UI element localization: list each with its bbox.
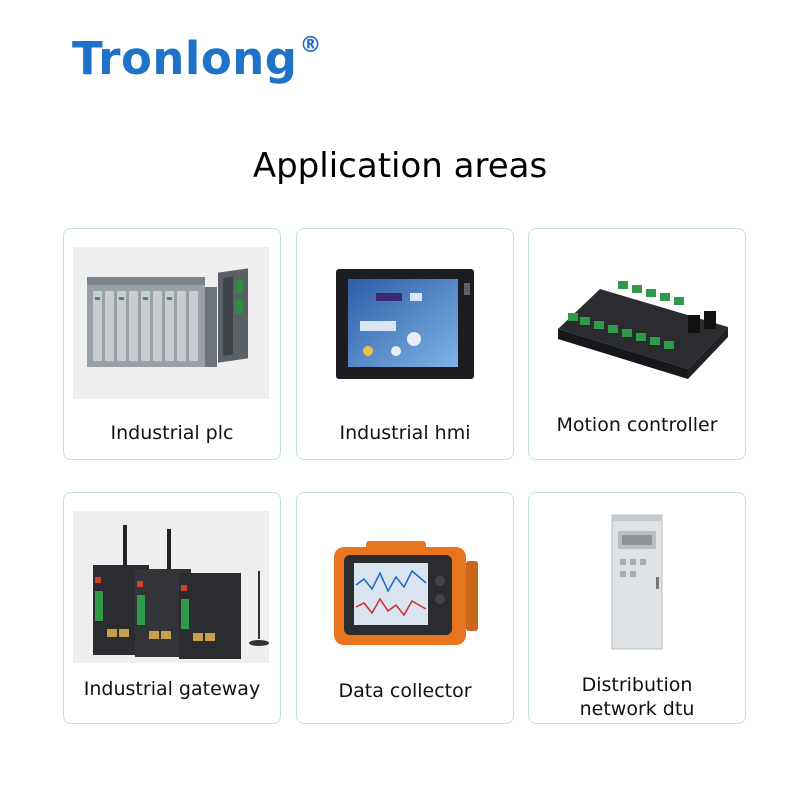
card-label: Motion controller [556,414,718,436]
card-label-line-2: network dtu [579,698,695,720]
gateway-router-image [73,511,269,663]
card-industrial-plc[interactable]: Industrial plc [63,228,281,460]
card-industrial-gateway[interactable]: Industrial gateway [63,492,281,724]
card-label: Industrial plc [110,422,234,444]
data-collector-image [306,511,502,663]
card-label-multiline: Distribution network dtu [529,673,745,721]
card-distribution-network-dtu[interactable]: Distribution network dtu [528,492,746,724]
card-motion-controller[interactable]: Motion controller [528,228,746,460]
motion-controller-board-image [538,247,734,399]
card-label: Data collector [338,680,472,702]
card-label: Industrial hmi [339,422,471,444]
brand-logo: Tronlong® [72,33,322,82]
brand-name: Tronlong [72,32,298,85]
card-label-line-1: Distribution [581,674,693,696]
card-industrial-hmi[interactable]: Industrial hmi [296,228,514,460]
distribution-cabinet-image [538,507,734,653]
hmi-panel-image [306,247,502,399]
plc-rack-image [73,247,269,399]
registered-mark: ® [299,33,322,58]
page-title: Application areas [252,146,548,186]
card-data-collector[interactable]: Data collector [296,492,514,724]
card-label: Industrial gateway [83,678,261,700]
